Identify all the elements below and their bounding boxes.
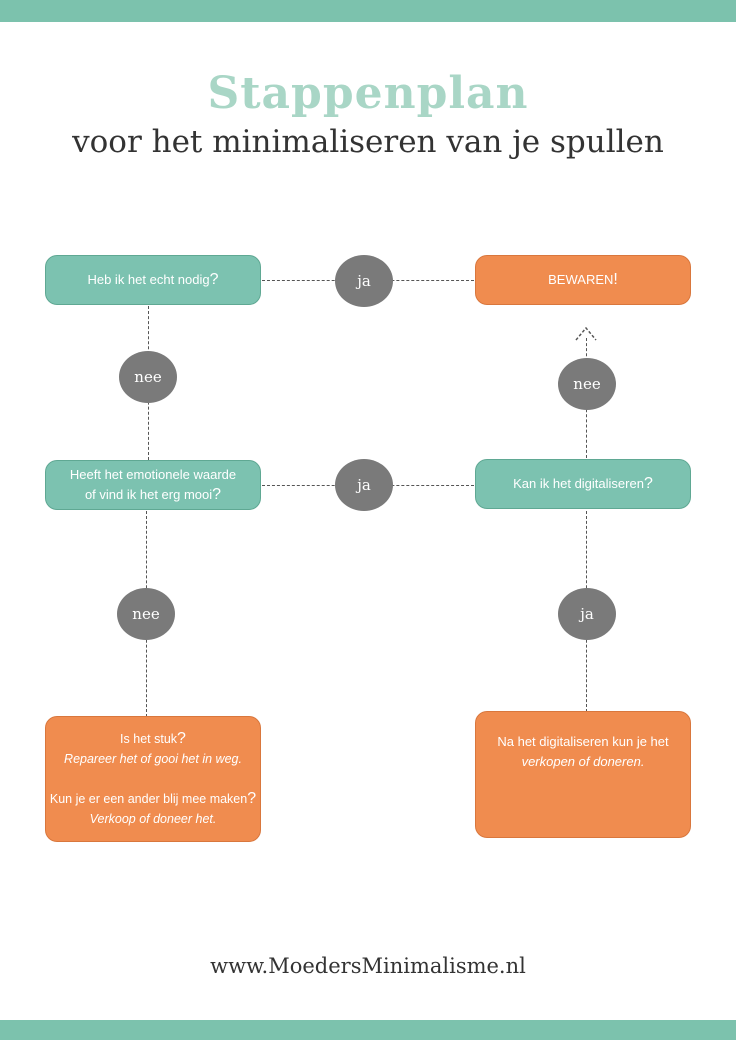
footer-website: www.MoedersMinimalisme.nl (210, 954, 526, 978)
result-box-keep: BEWAREN! (475, 255, 691, 305)
question-mark: ? (177, 730, 186, 747)
top-band (0, 0, 736, 22)
page-subtitle: voor het minimaliseren van je spullen (72, 124, 664, 160)
yes-circle-need: ja (335, 255, 393, 307)
happy-answer: Verkoop of doneer het. (89, 812, 217, 826)
yes-circle-digitalize: ja (558, 588, 616, 640)
result-box-repair-or-give: Is het stuk? Repareer het of gooi het in… (45, 716, 261, 842)
bottom-band (0, 1020, 736, 1040)
question-mark: ? (643, 475, 653, 492)
question-mark: ? (209, 271, 219, 288)
question-need-text: Heb ik het echt nodig (87, 272, 210, 287)
happy-question: Kun je er een ander blij mee maken (49, 792, 248, 806)
broken-answer: Repareer het of gooi het in weg. (64, 752, 242, 766)
no-circle-digitalize: nee (558, 358, 616, 410)
yes-circle-emotional: ja (335, 459, 393, 511)
question-mark: ? (247, 790, 257, 807)
page-title: Stappenplan (207, 68, 529, 119)
result-box-digitalized: Na het digitaliseren kun je het verkopen… (475, 711, 691, 838)
keep-text: BEWAREN (548, 272, 614, 287)
question-emotional-line1: Heeft het emotionele waarde (69, 467, 237, 482)
arrow-up-icon (575, 326, 597, 341)
question-box-digitalize: Kan ik het digitaliseren? (475, 459, 691, 509)
question-digitalize-text: Kan ik het digitaliseren (513, 476, 644, 491)
question-mark: ? (212, 486, 222, 503)
broken-question: Is het stuk (120, 732, 178, 746)
digital-line1: Na het digitaliseren kun je het (497, 734, 669, 749)
question-emotional-line2: of vind ik het erg mooi (84, 487, 213, 502)
question-box-emotional: Heeft het emotionele waarde of vind ik h… (45, 460, 261, 510)
no-circle-need: nee (119, 351, 177, 403)
no-circle-emotional: nee (117, 588, 175, 640)
exclamation-mark: ! (613, 271, 618, 288)
question-box-need: Heb ik het echt nodig? (45, 255, 261, 305)
digital-line2: verkopen of doneren. (521, 754, 645, 769)
